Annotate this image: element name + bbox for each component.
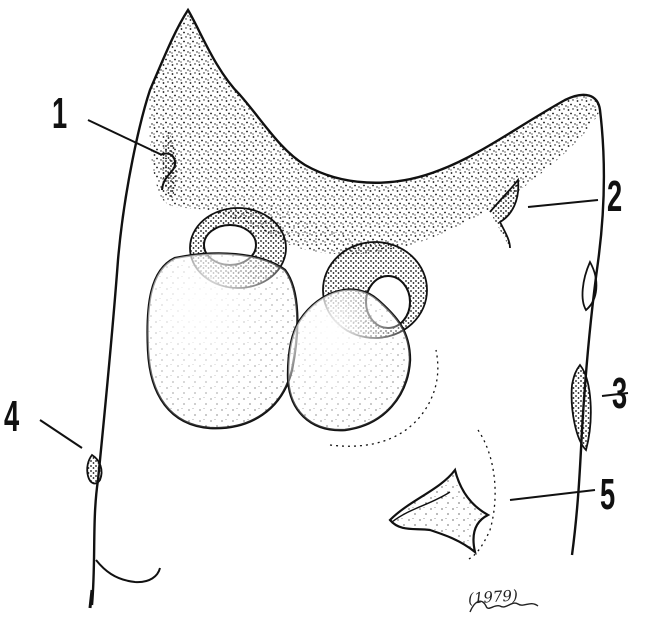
leader-line-5 <box>510 490 595 500</box>
callout-label-5: 5 <box>600 473 615 517</box>
artist-signature-year: (1979) <box>467 586 518 607</box>
structure-5 <box>390 470 488 552</box>
bottom-stub <box>90 590 92 608</box>
callout-label-1: 1 <box>52 92 67 136</box>
bottom-left-fragment <box>96 560 160 582</box>
callout-label-4: 4 <box>4 395 19 439</box>
callout-label-2: 2 <box>607 175 622 219</box>
callout-label-3: 3 <box>612 372 627 416</box>
leader-line-2 <box>528 200 598 207</box>
structure-3 <box>572 365 591 450</box>
leader-line-4 <box>40 420 82 448</box>
